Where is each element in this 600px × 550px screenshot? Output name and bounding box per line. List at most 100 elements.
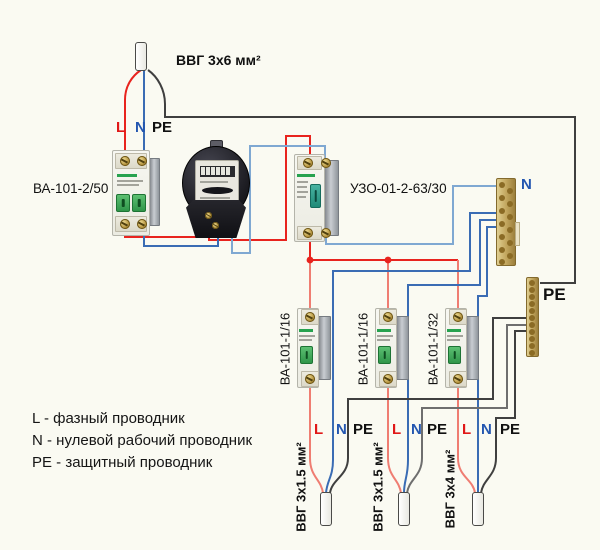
circuit1-wire-label-n: N (336, 421, 347, 438)
wire-l-out-1 (309, 378, 324, 494)
bus-screw (529, 280, 535, 286)
label-line (297, 196, 306, 198)
branch-breaker-1-label: ВА-101-1/16 (277, 312, 293, 386)
din-rail-side (324, 160, 339, 236)
terminal-screw (321, 228, 331, 238)
breaker-toggle (300, 346, 313, 364)
branch-cable-1 (320, 492, 332, 526)
branch-breaker-3 (444, 308, 480, 388)
label-line (377, 339, 390, 341)
meter-terminal-cover (186, 200, 246, 238)
bus-bracket (515, 222, 520, 246)
terminal-screw (303, 228, 313, 238)
legend-line-pe: PE - защитный проводник (32, 454, 213, 471)
label-line (447, 339, 460, 341)
face-line (200, 197, 230, 199)
wire-nbus-out-2 (403, 219, 500, 494)
protective-bus-label: PE (543, 285, 566, 304)
junction-dot-1 (306, 256, 314, 264)
rcd-device (294, 154, 340, 242)
breaker-toggle (378, 346, 391, 364)
meter-face (195, 160, 239, 202)
terminal-screw (305, 312, 315, 322)
cover-screw (205, 212, 212, 219)
brand-stripe (377, 329, 391, 332)
main-breaker-device (112, 150, 160, 236)
circuit2-wire-label-l: L (392, 421, 402, 438)
wire-nbus-out-3 (477, 226, 500, 493)
supply-wire-label-n: N (135, 119, 146, 136)
label-line (299, 339, 312, 341)
circuit1-wire-label-pe: PE (353, 421, 374, 438)
wire-pebus-out-1 (329, 317, 530, 494)
rcd-label: УЗО-01-2-63/30 (350, 181, 447, 196)
bus-body (526, 277, 539, 357)
neutral-bus-bar (496, 178, 520, 266)
branch-cable-1-label: ВВГ 3х1.5 мм² (293, 442, 309, 532)
label-line (117, 180, 143, 182)
wire-nbus-out-1 (325, 212, 500, 494)
brand-stripe (447, 329, 461, 332)
meter-disc (202, 187, 233, 194)
breaker-toggle (132, 194, 146, 212)
din-rail-side (466, 316, 479, 380)
brand-stripe (297, 174, 315, 177)
supply-cable-label: ВВГ 3х6 мм² (176, 52, 261, 68)
wire-meter-to-rcd-n (231, 145, 326, 254)
label-line (117, 184, 139, 186)
terminal-screw (137, 219, 147, 229)
electricity-meter (181, 140, 251, 242)
wire-rcd-to-nbus (325, 185, 500, 245)
junction-dot-2 (384, 256, 392, 264)
brand-stripe (117, 174, 137, 177)
circuit1-wire-label-l: L (314, 421, 324, 438)
wire-pebus-out-2 (406, 324, 530, 494)
wire-meter-to-rcd-l (208, 135, 311, 241)
terminal-screw (453, 374, 463, 384)
protective-bus-bar (526, 277, 540, 357)
wire-supply-pe (147, 69, 576, 284)
din-rail-side (396, 316, 409, 380)
terminal-screw (120, 156, 130, 166)
circuit3-wire-label-n: N (481, 421, 492, 438)
terminal-screw (383, 374, 393, 384)
cover-screw (212, 222, 219, 229)
terminal-screw (383, 312, 393, 322)
din-rail-side (149, 158, 160, 226)
label-line (377, 335, 393, 337)
label-line (297, 186, 307, 188)
branch-breaker-3-label: ВА-101-1/32 (425, 312, 441, 386)
main-breaker-label: ВА-101-2/50 (33, 181, 109, 196)
wire-l-out-3 (457, 378, 476, 494)
wire-l-out-2 (387, 378, 402, 494)
terminal-screw (453, 312, 463, 322)
supply-cable (135, 42, 147, 71)
circuit3-wire-label-pe: PE (500, 421, 521, 438)
wire-pebus-out-3 (480, 330, 530, 494)
breaker-toggle (448, 346, 461, 364)
label-line (297, 191, 308, 193)
wire-breaker-to-meter-n (143, 228, 219, 247)
terminal-screw (120, 219, 130, 229)
terminal-screw (137, 156, 147, 166)
label-line (299, 335, 315, 337)
terminal-screw (305, 374, 315, 384)
label-line (447, 335, 463, 337)
branch-breaker-2 (374, 308, 410, 388)
circuit2-wire-label-pe: PE (427, 421, 448, 438)
circuit3-wire-label-l: L (462, 421, 472, 438)
terminal-screw (303, 158, 313, 168)
wire-supply-l (124, 69, 142, 160)
face-line (200, 181, 228, 183)
meter-register (200, 166, 235, 177)
terminal-screw (321, 158, 331, 168)
bus-screw (499, 182, 505, 188)
brand-stripe (299, 329, 313, 332)
bus-body (496, 178, 516, 266)
label-line (297, 181, 308, 183)
legend-line-l: L - фазный проводник (32, 410, 185, 427)
branch-breaker-2-label: ВА-101-1/16 (355, 312, 371, 386)
branch-cable-3-label: ВВГ 3х4 мм² (442, 449, 458, 529)
